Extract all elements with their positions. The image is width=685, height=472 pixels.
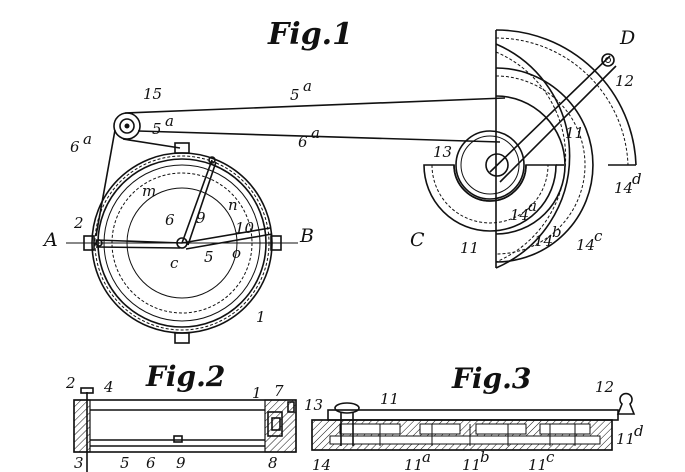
fig3-label-11b-sup: b [480, 448, 490, 466]
label-14d-sup: d [632, 170, 642, 188]
label-D: D [619, 27, 635, 49]
label-6a-left-sup: a [83, 130, 92, 148]
label-15: 15 [143, 85, 162, 103]
label-6: 6 [165, 211, 175, 229]
fig3-label-11c-sup: c [546, 448, 555, 466]
fig3-label-11c: 11 [528, 456, 547, 472]
fig2-drawing: Fig.2 2 4 1 7 3 5 6 9 8 [65, 360, 297, 472]
pulley-15 [113, 112, 141, 140]
fig1-drawing: Fig.1 [42, 17, 642, 344]
label-14b: 14 [534, 232, 553, 250]
label-14a: 14 [510, 206, 529, 224]
label-6a-left: 6 [70, 138, 80, 156]
label-5a-top: 5 [290, 86, 300, 104]
left-dial [66, 142, 298, 344]
fig2-label-4: 4 [103, 378, 114, 396]
label-11-upper: 11 [565, 124, 584, 142]
label-10: 10 [235, 219, 255, 237]
label-9: 9 [196, 209, 206, 227]
label-n: n [228, 196, 238, 214]
label-1: 1 [256, 308, 266, 326]
fig2-label-5: 5 [120, 454, 130, 472]
label-C: C [410, 229, 425, 251]
label-c: c [170, 254, 179, 272]
label-5: 5 [204, 248, 214, 266]
label-5a-top-sup: a [303, 77, 312, 95]
fig3-label-11d: 11 [616, 430, 635, 448]
fig2-label-8: 8 [268, 454, 278, 472]
fig1-title: Fig.1 [267, 17, 353, 52]
fig3-label-11a: 11 [404, 456, 423, 472]
label-14b-sup: b [552, 223, 562, 241]
cords [95, 97, 506, 237]
fig3-label-12: 12 [595, 378, 614, 396]
fig3-label-13: 13 [304, 396, 323, 414]
fig3-label-11a-sup: a [422, 448, 431, 466]
label-12: 12 [615, 72, 634, 90]
label-B: B [299, 225, 314, 247]
label-o: o [232, 244, 241, 262]
label-13: 13 [433, 143, 452, 161]
fig2-label-9: 9 [176, 454, 186, 472]
fig2-title: Fig.2 [145, 360, 225, 393]
label-14c-sup: c [594, 227, 603, 245]
fig3-label-11d-sup: d [634, 422, 644, 440]
label-5a-left-sup: a [165, 112, 174, 130]
label-14c: 14 [576, 236, 595, 254]
fig2-label-1: 1 [252, 384, 262, 402]
fig2-label-7: 7 [274, 382, 284, 400]
label-m: m [142, 182, 156, 200]
label-14d: 14 [614, 179, 633, 197]
label-6a-mid: 6 [298, 133, 308, 151]
right-dial [423, 29, 637, 269]
fig3-label-11: 11 [380, 390, 399, 408]
fig3-label-11b: 11 [462, 456, 481, 472]
label-5a-left: 5 [152, 120, 162, 138]
fig3-labels: 13 11 12 11 d 14 11 a 11 b 11 c [304, 378, 644, 472]
label-11-lower: 11 [460, 239, 479, 257]
fig3-title: Fig.3 [451, 362, 531, 395]
fig3-drawing: Fig.3 13 11 12 11 d 14 11 [304, 362, 644, 472]
fig2-labels: 2 4 1 7 3 5 6 9 8 [65, 374, 284, 472]
label-A: A [42, 229, 58, 251]
label-14a-sup: a [528, 197, 537, 215]
fig2-label-2: 2 [65, 374, 76, 392]
fig3-label-14: 14 [312, 456, 331, 472]
fig1-labels: 15 5 a 6 a 5 a 6 a D 12 13 11 14 a 14 b … [42, 27, 642, 326]
fig2-label-3: 3 [74, 454, 84, 472]
label-6a-mid-sup: a [311, 124, 320, 142]
label-2: 2 [73, 214, 84, 232]
fig2-label-6: 6 [146, 454, 156, 472]
